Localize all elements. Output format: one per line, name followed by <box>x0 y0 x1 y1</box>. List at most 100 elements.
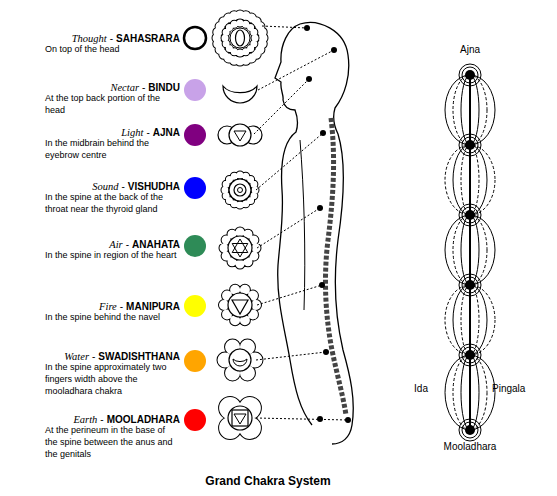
lotus-symbol <box>224 289 256 321</box>
chakra-point <box>306 76 312 82</box>
lotus-center <box>228 293 252 317</box>
petal-outline <box>225 23 255 53</box>
petal-fill <box>224 289 256 321</box>
node-ring <box>459 274 481 296</box>
petal-outline <box>225 345 255 375</box>
separator: - <box>126 239 129 250</box>
body-outline <box>300 22 353 444</box>
node-ring <box>462 277 478 293</box>
nadi-end-label: Ajna <box>370 44 557 56</box>
leader-line <box>256 352 326 360</box>
leader-lines <box>254 26 348 420</box>
chakra-description: In the spine in region of the heart <box>45 249 180 261</box>
color-dot <box>184 79 206 101</box>
nadi-name: Ida <box>228 383 428 395</box>
node-ring <box>459 344 481 366</box>
separator: - <box>142 82 145 93</box>
color-dot <box>184 350 206 372</box>
petal-fill <box>220 398 260 438</box>
color-dot <box>184 27 206 49</box>
element-word: Earth <box>73 414 97 425</box>
chakra-title: Sound-VISHUDHA <box>0 179 180 193</box>
spine <box>325 118 346 415</box>
nadi-node <box>465 70 475 80</box>
inner-circle <box>234 184 246 196</box>
chakra-name: VISHUDHA <box>128 181 180 192</box>
separator: - <box>120 301 123 312</box>
leader-line <box>258 50 334 90</box>
lotus-center <box>229 349 251 371</box>
node-ring <box>462 422 478 438</box>
crescent-symbol <box>223 86 257 103</box>
nadi-node <box>465 140 475 150</box>
body-outline <box>275 24 312 425</box>
chakra-name: MOOLADHARA <box>107 414 180 425</box>
lotus-symbol <box>225 175 255 205</box>
separator: - <box>121 181 124 192</box>
lotus-symbol <box>225 345 255 375</box>
lotus-oval <box>236 30 245 46</box>
node-ring <box>462 207 478 223</box>
nadi-end-label: Mooladhara <box>370 441 557 453</box>
petal-outline <box>224 289 256 321</box>
node-ring <box>462 347 478 363</box>
node-ring <box>459 204 481 226</box>
chakra-description: In the midbrain behind the eyebrow centr… <box>45 137 180 161</box>
leader-line <box>254 79 309 134</box>
nadi-node <box>465 280 475 290</box>
lotus-center <box>229 179 251 201</box>
chakra-point <box>345 417 351 423</box>
color-dot <box>184 177 206 199</box>
square <box>232 410 248 426</box>
leader-line <box>257 208 320 248</box>
nadi-node <box>465 350 475 360</box>
triangle <box>234 414 246 424</box>
petal-fill <box>217 15 263 61</box>
chakra-point <box>317 205 323 211</box>
crescent <box>233 359 247 366</box>
petal-fill <box>225 23 255 53</box>
element-word: Nectar <box>110 82 139 93</box>
petal-outline <box>224 232 256 264</box>
petal-outline <box>225 175 255 205</box>
element-word: Water <box>64 351 89 362</box>
chakra-title: Earth-MOOLADHARA <box>0 412 180 426</box>
separator: - <box>146 127 149 138</box>
nadi-node <box>465 425 475 435</box>
chakra-description: At the perineum in the base of the spine… <box>45 424 180 460</box>
chakra-point <box>304 25 310 31</box>
figure-caption: Grand Chakra System <box>168 474 368 488</box>
nadi-name: Pingala <box>492 383 557 395</box>
separator: - <box>92 351 95 362</box>
chakra-description: In the spine behind the navel <box>45 311 180 323</box>
chakra-point <box>317 416 323 422</box>
triangle <box>234 131 246 141</box>
node-ring <box>459 134 481 156</box>
chakra-name: BINDU <box>148 82 180 93</box>
petal-fill <box>224 232 256 264</box>
chakra-description: In the spine approximately two fingers w… <box>45 361 180 397</box>
inner-circle <box>238 188 243 193</box>
node-ring <box>459 64 481 86</box>
leader-line <box>257 285 322 305</box>
chakra-title: Thought-SAHASRARA <box>0 31 180 45</box>
nadi-node <box>465 210 475 220</box>
element-word: Light <box>121 127 143 138</box>
chakra-title: Light-AJNA <box>0 125 180 139</box>
chakra-name: SAHASRARA <box>116 33 180 44</box>
chakra-name: SWADISHTHANA <box>98 351 180 362</box>
chakra-description: On top of the head <box>45 43 180 55</box>
chakra-name: AJNA <box>153 127 180 138</box>
element-word: Air <box>109 239 122 250</box>
node-ring <box>459 419 481 441</box>
separator: - <box>100 414 103 425</box>
node-ring <box>462 137 478 153</box>
hexagram <box>232 239 248 257</box>
element-word: Fire <box>99 301 117 312</box>
nadi-nodes <box>465 70 475 435</box>
chakra-title: Water-SWADISHTHANA <box>0 349 180 363</box>
leader-line <box>256 133 323 190</box>
lotus-symbol <box>217 15 263 61</box>
chakra-point <box>323 349 329 355</box>
